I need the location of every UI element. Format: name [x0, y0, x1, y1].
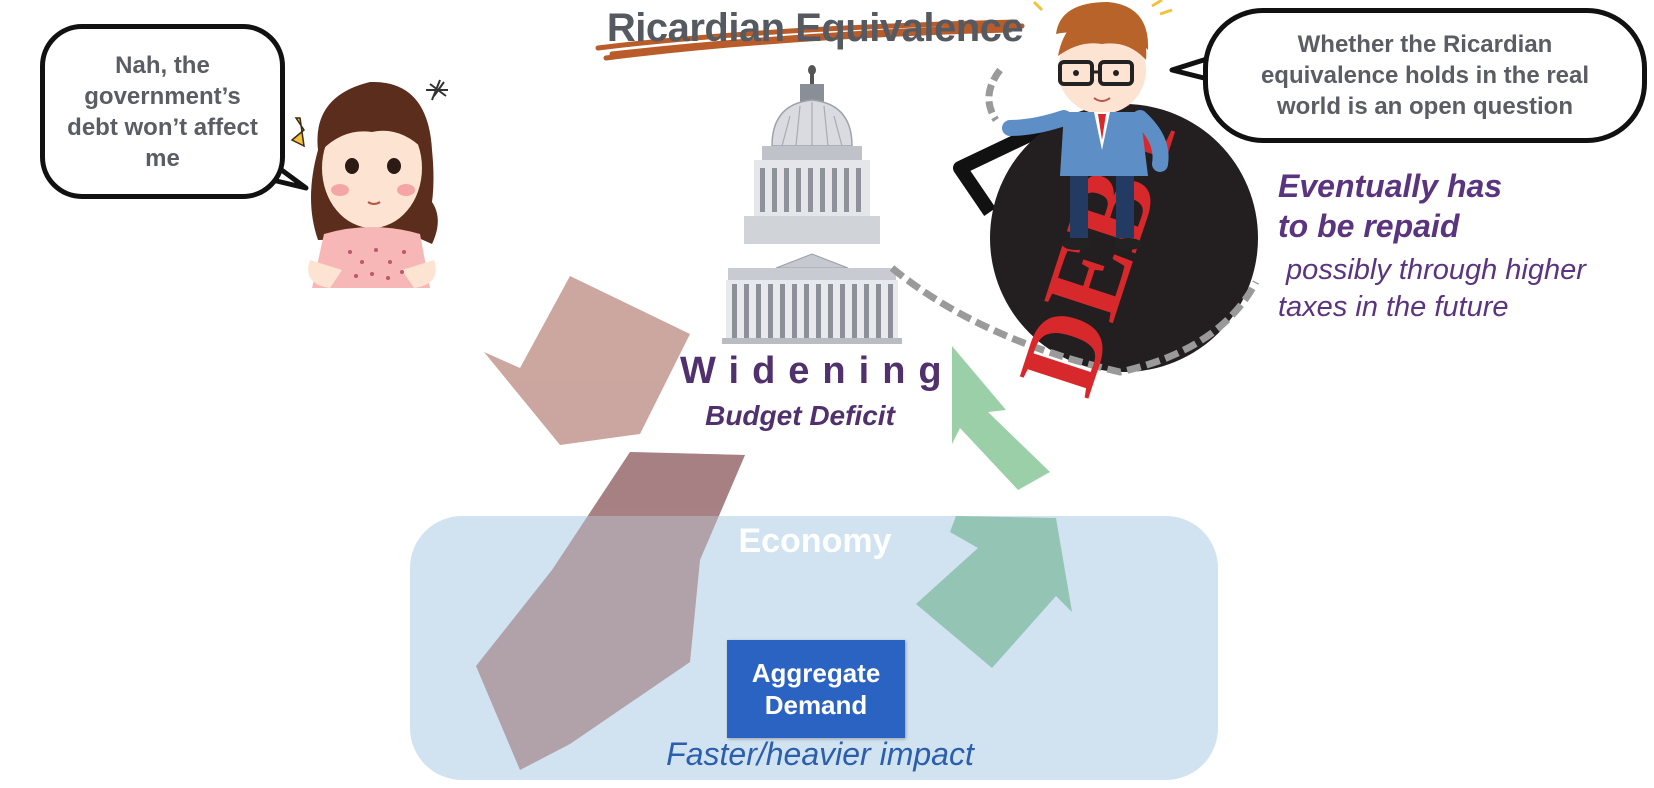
page-title: Ricardian Equivalence: [606, 6, 1024, 50]
capitol-building-icon: [722, 65, 902, 344]
speech-bubble-right-text: Whether the Ricardian equivalence holds …: [1261, 29, 1589, 122]
speech-bubble-left: Nah, the government’s debt won’t affect …: [40, 24, 285, 199]
bubble-right-line: equivalence holds in the real: [1260, 62, 1590, 89]
bubble-right-line: world is an open question: [1276, 93, 1573, 120]
repayment-heading-line: to be repaid: [1278, 208, 1460, 244]
aggregate-demand-box: Aggregate Demand: [727, 640, 905, 738]
bubble-left-line: me: [145, 144, 180, 172]
speech-bubble-left-text: Nah, the government’s debt won’t affect …: [67, 50, 258, 174]
businessman-character-icon: [1002, 0, 1173, 250]
speech-bubble-right: Whether the Ricardian equivalence holds …: [1203, 8, 1647, 143]
repayment-note-line: possibly through higher: [1278, 254, 1586, 286]
bubble-left-line: Nah, the: [115, 51, 210, 79]
widening-label: Widening: [680, 350, 955, 392]
bubble-left-line: government’s: [84, 82, 241, 110]
bubble-right-line: Whether the Ricardian: [1297, 31, 1553, 58]
aggregate-demand-line: Demand: [764, 690, 868, 720]
impact-note: Faster/heavier impact: [666, 736, 974, 772]
repayment-note: possibly through higher taxes in the fut…: [1278, 252, 1638, 326]
bubble-left-line: debt won’t affect: [67, 113, 258, 141]
budget-deficit-label: Budget Deficit: [705, 400, 895, 431]
title-strike-scribble: [595, 19, 1025, 61]
economy-label: Economy: [738, 522, 892, 560]
repayment-note-line: taxes in the future: [1278, 291, 1509, 323]
woman-character-icon: [290, 79, 448, 288]
green-up-arrow-lower: [916, 516, 1072, 668]
repayment-heading-line: Eventually has: [1278, 168, 1503, 204]
aggregate-demand-line: Aggregate: [751, 658, 881, 688]
repayment-heading: Eventually has to be repaid: [1278, 166, 1618, 246]
brown-down-arrow-lower: [476, 452, 745, 770]
